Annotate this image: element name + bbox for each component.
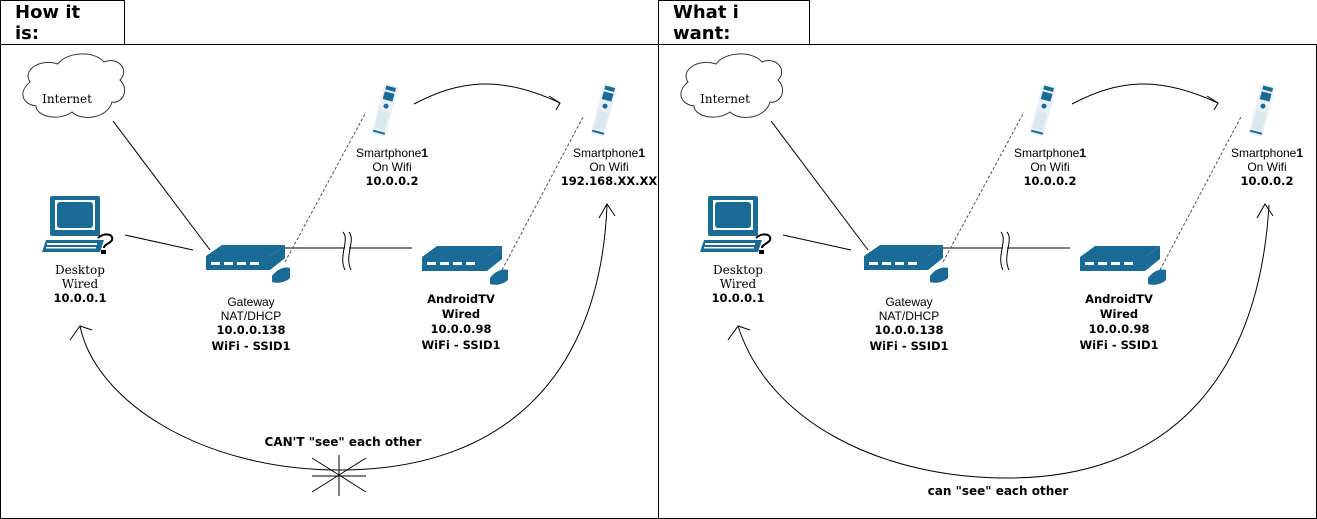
androidtv-name: AndroidTV xyxy=(427,292,495,306)
androidtv-connection: Wired xyxy=(1099,307,1139,321)
gateway-ip: 10.0.0.138 xyxy=(874,323,944,337)
visibility-note: CAN'T "see" each other xyxy=(264,435,422,449)
wifi-link-gateway-phone xyxy=(284,111,367,263)
internet-label: Internet xyxy=(42,92,92,106)
move-arrow xyxy=(1071,83,1219,105)
panel-title: What i want: xyxy=(658,0,810,45)
smartphone-a-label: Smartphone1 On Wifi 10.0.0.2 xyxy=(1014,146,1086,188)
androidtv-ip: 10.0.0.98 xyxy=(430,322,492,336)
smartphone-b-ip: 192.168.XX.XX xyxy=(560,174,658,188)
link-desktop-gateway xyxy=(124,234,194,251)
reachability-arc xyxy=(737,204,1270,479)
desktop-label: Desktop Wired 10.0.0.1 xyxy=(53,263,106,305)
androidtv-ip: 10.0.0.98 xyxy=(1088,322,1150,336)
link-break-symbol xyxy=(1000,231,1010,271)
androidtv-box-icon xyxy=(422,246,508,285)
internet-label: Internet xyxy=(700,92,750,106)
smartphone-b-name: Smartphone1 xyxy=(572,146,646,160)
androidtv-name: AndroidTV xyxy=(1085,292,1153,306)
androidtv-wifi: WiFi - SSID1 xyxy=(1079,338,1159,352)
smartphone-a-ip: 10.0.0.2 xyxy=(365,174,419,188)
desktop-computer-icon xyxy=(42,196,114,254)
gateway-name: Gateway xyxy=(227,295,275,309)
desktop-connection: Wired xyxy=(719,277,757,291)
smartphone-a-connection: On Wifi xyxy=(372,160,412,174)
androidtv-connection: Wired xyxy=(441,307,481,321)
smartphone-b-name: Smartphone1 xyxy=(1230,146,1304,160)
desktop-name: Desktop xyxy=(713,263,763,277)
gateway-label: Gateway NAT/DHCP 10.0.0.138 WiFi - SSID1 xyxy=(869,295,948,353)
smartphone-a-ip: 10.0.0.2 xyxy=(1023,174,1077,188)
wifi-link-gateway-phone xyxy=(942,111,1025,263)
gateway-ip: 10.0.0.138 xyxy=(216,323,286,337)
visibility-note: can "see" each other xyxy=(927,484,1069,498)
link-desktop-gateway xyxy=(782,234,852,251)
wifi-link-androidtv-phone xyxy=(1159,114,1243,271)
androidtv-label: AndroidTV Wired 10.0.0.98 WiFi - SSID1 xyxy=(1079,292,1158,352)
link-internet-gateway xyxy=(770,120,869,251)
smartphone-b-connection: On Wifi xyxy=(589,160,629,174)
desktop-ip: 10.0.0.1 xyxy=(711,291,765,305)
panel-current-state: How it is: xyxy=(0,0,659,519)
smartphone-b-label: Smartphone1 On Wifi 10.0.0.2 xyxy=(1231,146,1303,188)
smartphone-a-name: Smartphone1 xyxy=(355,146,429,160)
smartphone-b-connection: On Wifi xyxy=(1247,160,1287,174)
smartphone-a-name: Smartphone1 xyxy=(1013,146,1087,160)
androidtv-box-icon xyxy=(1080,246,1166,285)
network-diagram xyxy=(680,53,1276,479)
smartphone-icon xyxy=(590,83,618,137)
desktop-ip: 10.0.0.1 xyxy=(53,291,107,305)
smartphone-a-connection: On Wifi xyxy=(1030,160,1070,174)
desktop-label: Desktop Wired 10.0.0.1 xyxy=(711,263,764,305)
gateway-router-icon xyxy=(206,245,290,283)
gateway-wifi: WiFi - SSID1 xyxy=(211,339,291,353)
smartphone-icon xyxy=(371,83,399,137)
link-break-symbol xyxy=(342,231,352,271)
desktop-computer-icon xyxy=(700,196,772,254)
internet-cloud-icon xyxy=(680,53,783,118)
reachability-arc xyxy=(79,204,608,471)
gateway-wifi: WiFi - SSID1 xyxy=(869,339,949,353)
gateway-router-icon xyxy=(864,245,948,283)
panel-title: How it is: xyxy=(0,0,125,45)
gateway-name: Gateway xyxy=(885,295,933,309)
smartphone-a-label: Smartphone1 On Wifi 10.0.0.2 xyxy=(356,146,428,188)
gateway-label: Gateway NAT/DHCP 10.0.0.138 WiFi - SSID1 xyxy=(211,295,290,353)
network-diagram xyxy=(22,53,618,496)
smartphone-b-label: Smartphone1 On Wifi 192.168.XX.XX xyxy=(561,146,658,188)
blocked-marker-icon xyxy=(311,455,367,496)
wifi-link-androidtv-phone xyxy=(501,114,585,271)
desktop-connection: Wired xyxy=(61,277,99,291)
androidtv-label: AndroidTV Wired 10.0.0.98 WiFi - SSID1 xyxy=(421,292,500,352)
smartphone-b-ip: 10.0.0.2 xyxy=(1240,174,1294,188)
gateway-role: NAT/DHCP xyxy=(878,309,940,323)
internet-cloud-icon xyxy=(22,53,125,118)
move-arrow xyxy=(413,83,561,105)
androidtv-wifi: WiFi - SSID1 xyxy=(421,338,501,352)
smartphone-icon xyxy=(1248,83,1276,137)
desktop-name: Desktop xyxy=(55,263,105,277)
gateway-role: NAT/DHCP xyxy=(220,309,282,323)
link-internet-gateway xyxy=(112,120,211,251)
smartphone-icon xyxy=(1029,83,1057,137)
panel-desired-state: What i want: xyxy=(658,0,1317,519)
